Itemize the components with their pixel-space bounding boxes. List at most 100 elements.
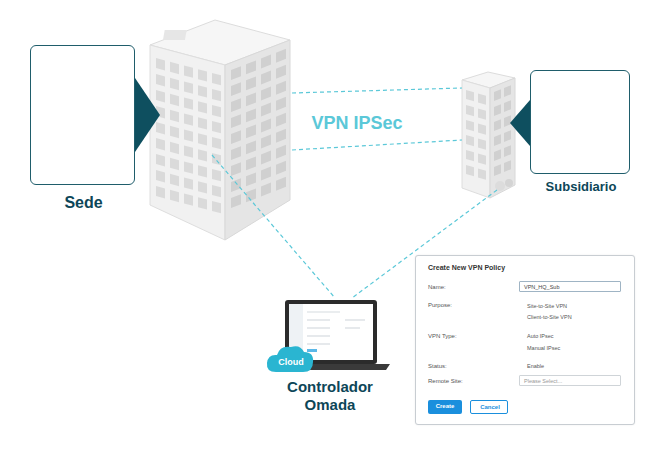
window (494, 149, 501, 161)
window (184, 145, 193, 157)
window (478, 168, 486, 179)
window (198, 165, 207, 177)
node-text: Name: (428, 284, 446, 290)
window (261, 135, 271, 149)
node-text: Purpose: (428, 302, 452, 308)
window (212, 105, 221, 117)
node-text: Enable (527, 363, 544, 369)
dialog-panel: Create New VPN PolicyName:Purpose:Site-t… (415, 255, 635, 425)
window (184, 65, 193, 77)
window (246, 124, 256, 138)
node-text: Create (436, 403, 455, 409)
window (212, 185, 221, 197)
window (466, 165, 474, 176)
window (276, 161, 286, 175)
secondary-button: Cancel (470, 400, 508, 414)
node-text: Manual IPsec (527, 345, 560, 351)
window (466, 90, 474, 101)
window (184, 177, 193, 189)
window (184, 97, 193, 109)
window (246, 76, 256, 90)
window (246, 172, 256, 186)
window (231, 66, 241, 80)
window (504, 130, 511, 142)
window (170, 158, 179, 170)
window (231, 194, 241, 208)
window (261, 183, 271, 197)
window (504, 160, 511, 172)
window (466, 120, 474, 131)
window (246, 60, 256, 74)
window (212, 121, 221, 133)
window (494, 164, 501, 176)
window (276, 113, 286, 127)
window (231, 114, 241, 128)
window (212, 201, 221, 213)
node-text: VPN_HQ_Sub (524, 284, 559, 290)
window (184, 129, 193, 141)
select-input: Please Select... (519, 375, 621, 386)
window (156, 122, 165, 134)
node-text: Remote Site: (428, 378, 463, 384)
controller-label: Controlador Omada (275, 378, 385, 414)
window (466, 135, 474, 146)
window (156, 90, 165, 102)
window (156, 170, 165, 182)
site-panel: Subsidiario (530, 70, 630, 174)
window (246, 92, 256, 106)
window (478, 138, 486, 149)
window (504, 85, 511, 97)
node-text: Cancel (480, 404, 500, 410)
window (198, 69, 207, 81)
window (170, 174, 179, 186)
window (170, 110, 179, 122)
window (198, 197, 207, 209)
window (504, 145, 511, 157)
window (466, 150, 474, 161)
window (184, 113, 193, 125)
window (184, 161, 193, 173)
window (198, 149, 207, 161)
window (156, 58, 165, 70)
window (198, 117, 207, 129)
window (170, 126, 179, 138)
window (231, 146, 241, 160)
node-text: Cloud (278, 357, 304, 367)
window (494, 119, 501, 131)
window (212, 137, 221, 149)
window (170, 190, 179, 202)
window (156, 154, 165, 166)
window (246, 108, 256, 122)
window (198, 181, 207, 193)
window (156, 186, 165, 198)
window (156, 138, 165, 150)
vpn-label: VPN IPSec (311, 113, 402, 134)
window (231, 130, 241, 144)
window (198, 85, 207, 97)
window (478, 153, 486, 164)
window (494, 89, 501, 101)
window (276, 97, 286, 111)
cloud-badge: Cloud (270, 355, 312, 371)
window (212, 153, 221, 165)
window (170, 78, 179, 90)
window (170, 142, 179, 154)
window (276, 177, 286, 191)
window (198, 101, 207, 113)
window (212, 169, 221, 181)
window (170, 62, 179, 74)
window (212, 89, 221, 101)
window (261, 55, 271, 69)
window (261, 151, 271, 165)
window (504, 115, 511, 127)
window (231, 82, 241, 96)
window (261, 87, 271, 101)
window (231, 98, 241, 112)
window (276, 65, 286, 79)
site-panel: Sede (30, 45, 135, 185)
window (276, 81, 286, 95)
window (466, 105, 474, 116)
window (478, 108, 486, 119)
window (276, 49, 286, 63)
window (504, 100, 511, 112)
